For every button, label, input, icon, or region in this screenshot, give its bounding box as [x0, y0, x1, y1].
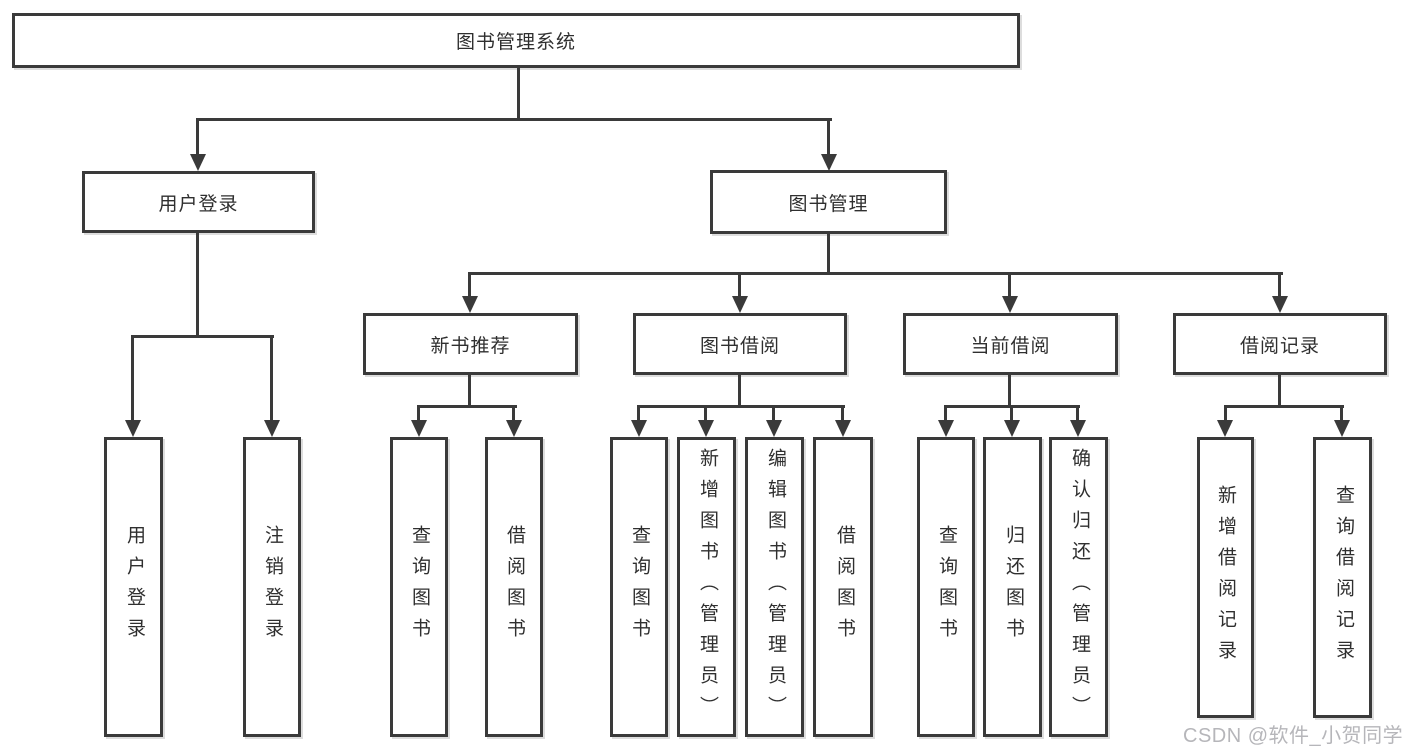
arrowhead-down-icon: [732, 296, 748, 313]
leaf-logout: 注销登录: [243, 437, 301, 737]
leaf-query-books-current: 查询图书: [917, 437, 975, 737]
connector-line: [1278, 374, 1281, 408]
connector-line: [131, 335, 274, 338]
arrowhead-down-icon: [190, 154, 206, 171]
watermark: CSDN @软件_小贺同学: [1183, 725, 1404, 747]
node-current-borrowing: 当前借阅: [903, 313, 1118, 375]
connector-line: [468, 272, 1283, 275]
arrowhead-down-icon: [766, 420, 782, 437]
connector-line: [417, 405, 517, 408]
node-library-management-system: 图书管理系统: [12, 13, 1020, 68]
node-book-borrowing: 图书借阅: [633, 313, 847, 375]
connector-line: [196, 118, 199, 156]
connector-line: [637, 405, 640, 422]
connector-line: [417, 405, 420, 422]
arrowhead-down-icon: [698, 420, 714, 437]
node-borrowing-records: 借阅记录: [1173, 313, 1387, 375]
connector-line: [1224, 405, 1344, 408]
leaf-edit-books-admin: 编辑图书（管理员）: [745, 437, 804, 737]
connector-line: [944, 405, 947, 422]
node-book-management: 图书管理: [710, 170, 947, 234]
leaf-return-books: 归还图书: [983, 437, 1042, 737]
connector-line: [704, 405, 707, 422]
arrowhead-down-icon: [938, 420, 954, 437]
arrowhead-down-icon: [125, 420, 141, 437]
connector-line: [1008, 272, 1011, 298]
leaf-confirm-return-admin: 确认归还（管理员）: [1049, 437, 1108, 737]
connector-line: [517, 68, 520, 119]
connector-line: [1340, 405, 1343, 422]
connector-line: [512, 405, 515, 422]
connector-line: [1008, 374, 1011, 408]
connector-line: [1076, 405, 1079, 422]
connector-line: [131, 335, 134, 422]
arrowhead-down-icon: [1002, 296, 1018, 313]
leaf-query-borrow-record: 查询借阅记录: [1313, 437, 1372, 718]
leaf-user-login: 用户登录: [104, 437, 163, 737]
connector-line: [1010, 405, 1013, 422]
arrowhead-down-icon: [411, 420, 427, 437]
connector-line: [468, 374, 471, 408]
connector-line: [1278, 272, 1281, 298]
arrowhead-down-icon: [821, 154, 837, 171]
leaf-add-borrow-record: 新增借阅记录: [1197, 437, 1254, 718]
leaf-query-books-recommend: 查询图书: [390, 437, 448, 737]
leaf-borrow-books-recommend: 借阅图书: [485, 437, 543, 737]
connector-line: [738, 272, 741, 298]
arrowhead-down-icon: [462, 296, 478, 313]
arrowhead-down-icon: [1217, 420, 1233, 437]
connector-line: [772, 405, 775, 422]
connector-line: [468, 272, 471, 298]
arrowhead-down-icon: [1272, 296, 1288, 313]
connector-line: [827, 118, 830, 156]
arrowhead-down-icon: [1004, 420, 1020, 437]
connector-line: [738, 374, 741, 408]
arrowhead-down-icon: [1334, 420, 1350, 437]
arrowhead-down-icon: [506, 420, 522, 437]
connector-line: [841, 405, 844, 422]
arrowhead-down-icon: [264, 420, 280, 437]
arrowhead-down-icon: [631, 420, 647, 437]
node-new-book-recommend: 新书推荐: [363, 313, 578, 375]
arrowhead-down-icon: [1070, 420, 1086, 437]
node-user-login: 用户登录: [82, 171, 315, 233]
connector-line: [827, 233, 830, 274]
leaf-borrow-books: 借阅图书: [813, 437, 873, 737]
connector-line: [1224, 405, 1227, 422]
leaf-add-books-admin: 新增图书（管理员）: [677, 437, 736, 737]
connector-line: [196, 232, 199, 338]
arrowhead-down-icon: [835, 420, 851, 437]
connector-line: [270, 335, 273, 422]
connector-line: [196, 118, 832, 121]
leaf-query-books-borrowing: 查询图书: [610, 437, 668, 737]
connector-line: [637, 405, 845, 408]
